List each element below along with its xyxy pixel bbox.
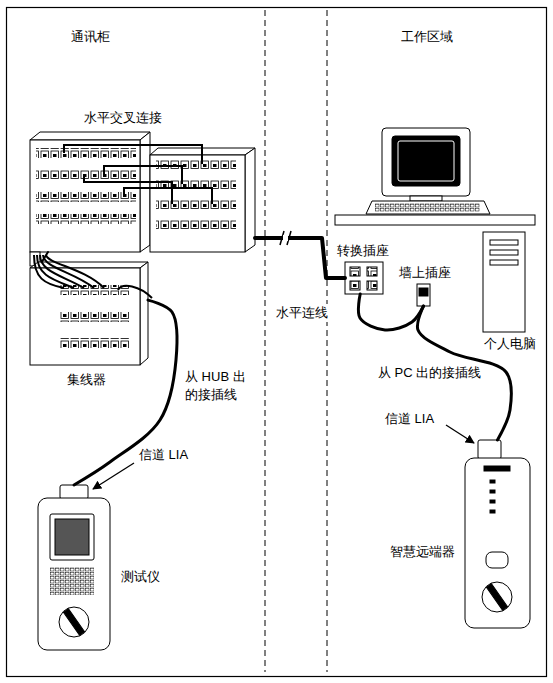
hub-unit-part	[140, 262, 148, 365]
area-heading: 工作区域	[400, 28, 454, 46]
remote-device-part	[490, 480, 495, 483]
converter-socket: 转换插座	[345, 262, 383, 294]
callout-label: 信道 LIA	[138, 446, 189, 464]
tester-device-part	[55, 519, 89, 555]
cable-label: 水平连线	[275, 304, 329, 322]
jumper-cables-part	[84, 175, 172, 204]
jumper-cables-part	[124, 188, 212, 204]
pc-tower: 个人电脑	[483, 232, 525, 332]
wall-outlet: 墙上插座	[417, 284, 430, 306]
patch-panel-cabinet-part	[36, 192, 136, 202]
device-label: 集线器	[66, 372, 107, 388]
remote-device-part	[490, 510, 495, 513]
remote-device-part	[490, 500, 495, 503]
computer-part	[490, 250, 518, 255]
converter-socket-part	[367, 281, 377, 290]
cable-break-mark	[280, 231, 291, 245]
hub-cable-strands	[34, 255, 152, 298]
jumper-cables	[64, 145, 212, 204]
converter-socket	[345, 262, 383, 294]
tester-device-part	[38, 498, 110, 650]
computer-part	[366, 201, 490, 214]
hub-cable-strands-part	[118, 286, 152, 298]
dashed-divider	[265, 10, 266, 672]
computer-part	[375, 203, 480, 212]
hub: 集线器	[30, 262, 148, 365]
patch-panel-cabinet-part	[36, 214, 136, 224]
tester-device-part	[50, 514, 94, 560]
remote-device	[465, 440, 530, 628]
area-heading: 通讯柜	[70, 28, 111, 46]
computer-part	[382, 128, 470, 196]
tester-device-part	[64, 609, 85, 635]
patch-panel-cabinet-part	[36, 148, 136, 158]
computer-part	[490, 240, 518, 245]
leader-lines-part	[446, 425, 474, 443]
cable-label: 从 HUB 出的接插线	[184, 368, 252, 404]
frame-border	[7, 8, 547, 677]
patch-panel-cabinet	[30, 132, 255, 252]
callout-label: 信道 LIA	[384, 410, 435, 428]
computer	[335, 128, 535, 332]
device-label: 转换插座	[336, 243, 390, 259]
cable	[255, 238, 345, 278]
computer-part	[398, 141, 454, 181]
leader-lines	[93, 425, 474, 489]
remote-device-part	[482, 582, 512, 612]
cable-label: 从 PC 出的接插线	[377, 364, 482, 382]
tester-device-part	[59, 607, 89, 637]
computer-part	[483, 232, 525, 332]
patch-panel: 水平交叉连接	[30, 132, 255, 252]
converter-socket-part	[367, 267, 377, 276]
converter-socket-part	[350, 267, 360, 276]
patch-panel-cabinet-part	[150, 155, 245, 252]
hub-cable-strands-part	[46, 255, 104, 288]
patch-panel-cabinet-part	[245, 148, 255, 252]
frame	[7, 8, 547, 677]
wall-outlet-part	[419, 288, 428, 296]
device-label: 水平交叉连接	[83, 110, 163, 126]
cable	[42, 252, 48, 262]
remote-device-part	[484, 466, 510, 471]
tester: 测试仪	[38, 485, 110, 650]
computer-part	[392, 136, 460, 186]
jumper-cables-part	[64, 145, 202, 164]
computer-part	[335, 215, 535, 225]
leader-lines-part	[93, 463, 134, 489]
cable	[358, 294, 423, 330]
device-label: 测试仪	[120, 569, 161, 585]
remote-device-part	[465, 458, 530, 628]
converter-socket-part	[345, 262, 383, 294]
patch-panel-cabinet-part	[156, 220, 236, 230]
cable-break-gap	[283, 235, 288, 241]
device-label: 墙上插座	[398, 265, 452, 281]
tester-device-part	[50, 567, 94, 595]
patch-panel-cabinet-part	[156, 200, 236, 210]
converter-socket-part	[350, 281, 360, 290]
computer-part	[490, 260, 518, 265]
wall-outlet-part	[417, 284, 430, 306]
hub-unit-part	[60, 312, 130, 322]
patch-panel-cabinet-part	[36, 170, 136, 180]
hub-unit-part	[60, 338, 130, 348]
computer-part	[410, 196, 442, 201]
remote-device-part	[478, 440, 501, 459]
patch-panel-cabinet-part	[140, 132, 150, 252]
remote-device-part	[490, 490, 495, 493]
wall-outlet	[417, 284, 430, 306]
patch-panel-cabinet-part	[30, 132, 150, 140]
device-label: 智慧远端器	[389, 544, 456, 560]
remote-unit: 智慧远端器	[465, 440, 530, 630]
remote-device-part	[487, 584, 508, 610]
remote-device-part	[486, 552, 508, 568]
device-label: 个人电脑	[483, 336, 537, 352]
dashed-divider	[327, 10, 328, 672]
tester-device-part	[60, 485, 88, 499]
tester-device	[38, 485, 110, 650]
